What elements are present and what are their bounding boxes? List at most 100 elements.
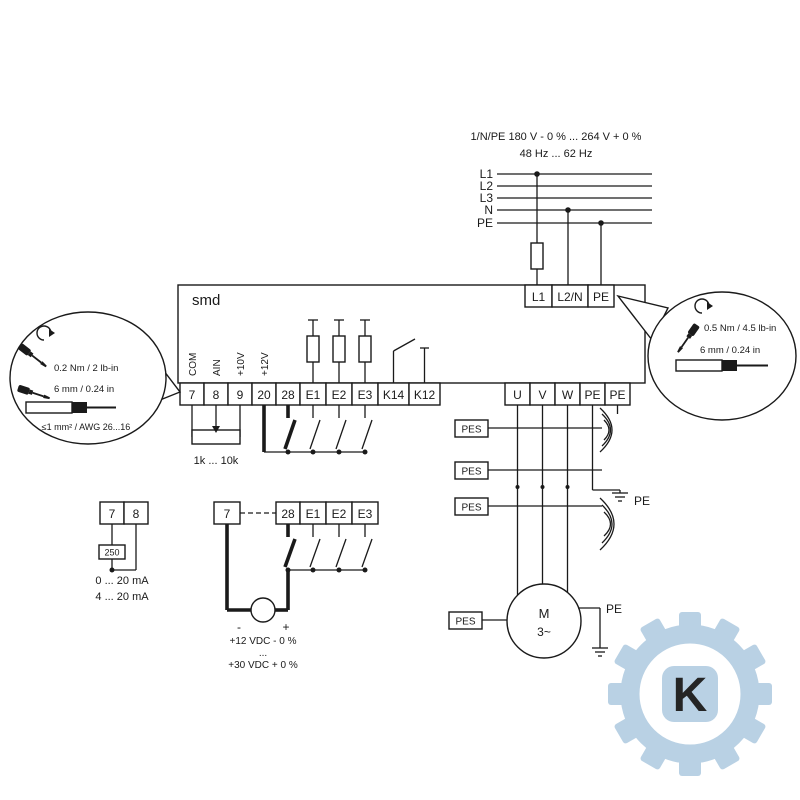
fuse-icon xyxy=(530,242,544,270)
terminal-7-ext-label: 7 xyxy=(224,507,231,521)
terminal-k14: K14 xyxy=(377,382,410,406)
smd-drive-block: smd L1 L2/N PE xyxy=(177,284,646,406)
current-range-b: 4 ... 20 mA xyxy=(95,591,149,603)
terminal-u-label: U xyxy=(513,388,522,402)
pes-label-4: PES xyxy=(455,617,475,628)
terminal-e2-ext: E2 xyxy=(325,501,353,525)
terminal-pe2: PE xyxy=(604,382,631,406)
terminal-28-ext: 28 xyxy=(275,501,301,525)
terminal-v: V xyxy=(529,382,556,406)
pes-label-2: PES xyxy=(461,467,481,478)
right-strip-spec: 6 mm / 0.24 in xyxy=(700,345,760,356)
terminal-e3-label: E3 xyxy=(358,388,373,402)
terminal-7-alt-label: 7 xyxy=(109,507,116,521)
phase-label-n: N xyxy=(484,203,493,217)
terminal-7: 7 xyxy=(179,382,205,406)
drive-name: smd xyxy=(192,292,220,309)
left-callout: 0.2 Nm / 2 lb-in 6 mm / 0.24 in ≤1 mm² /… xyxy=(9,311,182,445)
supply-spec-line1: 1/N/PE 180 V - 0 % ... 264 V + 0 % xyxy=(471,131,642,143)
terminal-mains-pe-label: PE xyxy=(593,290,609,304)
voltage-spec-line2: +30 VDC + 0 % xyxy=(228,660,298,671)
terminal-e1-label: E1 xyxy=(306,388,321,402)
motor-label: M xyxy=(539,606,550,621)
phase-label-l3: L3 xyxy=(480,191,494,205)
potentiometer-circuit: 1k ... 10k xyxy=(191,405,241,467)
pes-label-1: PES xyxy=(461,425,481,436)
terminal-v-label: V xyxy=(538,388,546,402)
pes-box-2: PES xyxy=(454,461,602,480)
terminal-u: U xyxy=(504,382,531,406)
terminal-20: 20 xyxy=(251,382,277,406)
terminal-9-label: 9 xyxy=(237,388,244,402)
terminal-28-label: 28 xyxy=(281,388,295,402)
current-input-circuit: 7 8 250 0 ... 20 mA 4 ... 20 mA xyxy=(95,501,149,603)
terminal-8: 8 xyxy=(203,382,229,406)
earth-symbol-icon xyxy=(612,490,628,502)
terminal-mains-l1-label: L1 xyxy=(532,290,546,304)
earth-symbol-icon xyxy=(592,647,608,657)
right-callout: 0.5 Nm / 4.5 lb-in 6 mm / 0.24 in xyxy=(616,291,797,421)
burden-resistor-value: 250 xyxy=(104,548,119,558)
voltage-input-circuit: 7 28 E1 E2 E3 - + +12 VDC - 0 % ... +30 … xyxy=(213,501,379,671)
signal-label-ain: AIN xyxy=(212,359,223,376)
terminal-w-label: W xyxy=(562,388,574,402)
terminal-pe1-label: PE xyxy=(584,388,600,402)
terminal-7-label: 7 xyxy=(189,388,196,402)
terminal-k12-label: K12 xyxy=(414,388,436,402)
phase-label-l2: L2 xyxy=(480,179,494,193)
terminal-28-ext-label: 28 xyxy=(281,507,295,521)
left-strip-spec: 6 mm / 0.24 in xyxy=(54,384,114,395)
terminal-8-label: 8 xyxy=(213,388,220,402)
terminal-mains-l1: L1 xyxy=(524,284,553,308)
voltage-spec-line1: +12 VDC - 0 % xyxy=(230,636,297,647)
terminal-k12: K12 xyxy=(408,382,441,406)
terminal-e3-ext-label: E3 xyxy=(358,507,373,521)
supply-spec-line2: 48 Hz ... 62 Hz xyxy=(520,148,593,160)
terminal-9: 9 xyxy=(227,382,253,406)
terminal-k14-label: K14 xyxy=(383,388,405,402)
terminal-mains-pe: PE xyxy=(587,284,615,308)
pes-label-3: PES xyxy=(461,503,481,514)
polarity-plus: + xyxy=(282,620,289,634)
logo-square-icon xyxy=(662,666,718,722)
motor-icon xyxy=(506,583,582,659)
signal-label-com: COM xyxy=(188,353,199,376)
terminal-e1-ext: E1 xyxy=(299,501,327,525)
phase-label-l1: L1 xyxy=(480,167,494,181)
terminal-8-alt: 8 xyxy=(123,501,149,525)
internal-resistors-icon xyxy=(306,319,372,383)
pes-box-4: PES xyxy=(448,611,507,630)
motor-phase: 3~ xyxy=(537,625,551,639)
relay-contact-icon xyxy=(392,338,429,383)
digital-input-switches xyxy=(262,405,373,455)
phase-label-pe: PE xyxy=(477,216,493,230)
polarity-minus: - xyxy=(237,620,241,634)
terminal-e2-ext-label: E2 xyxy=(332,507,347,521)
cable-shield-icon xyxy=(599,407,615,551)
terminal-e3-ext: E3 xyxy=(351,501,379,525)
gear-ring-icon xyxy=(620,624,760,764)
watermark-logo: K xyxy=(608,612,772,776)
pe-label-1: PE xyxy=(634,494,650,508)
signal-label-10v: +10V xyxy=(236,352,247,376)
terminal-w: W xyxy=(554,382,581,406)
voltage-source-icon xyxy=(250,597,276,623)
terminal-8-alt-label: 8 xyxy=(133,507,140,521)
pes-box-1: PES xyxy=(454,419,602,438)
pes-box-3: PES xyxy=(454,497,602,516)
stripped-wire-icon xyxy=(25,401,116,414)
terminal-pe2-label: PE xyxy=(609,388,625,402)
pe-label-2: PE xyxy=(606,602,622,616)
terminal-mains-l2n: L2/N xyxy=(551,284,589,308)
terminal-28: 28 xyxy=(275,382,301,406)
terminal-e2: E2 xyxy=(325,382,353,406)
terminal-e3: E3 xyxy=(351,382,379,406)
terminal-pe1: PE xyxy=(579,382,606,406)
potentiometer-range: 1k ... 10k xyxy=(194,455,239,467)
terminal-mains-l2n-label: L2/N xyxy=(557,290,582,304)
signal-label-12v: +12V xyxy=(260,352,271,376)
terminal-7-ext: 7 xyxy=(213,501,241,525)
right-torque-spec: 0.5 Nm / 4.5 lb-in xyxy=(704,323,776,334)
